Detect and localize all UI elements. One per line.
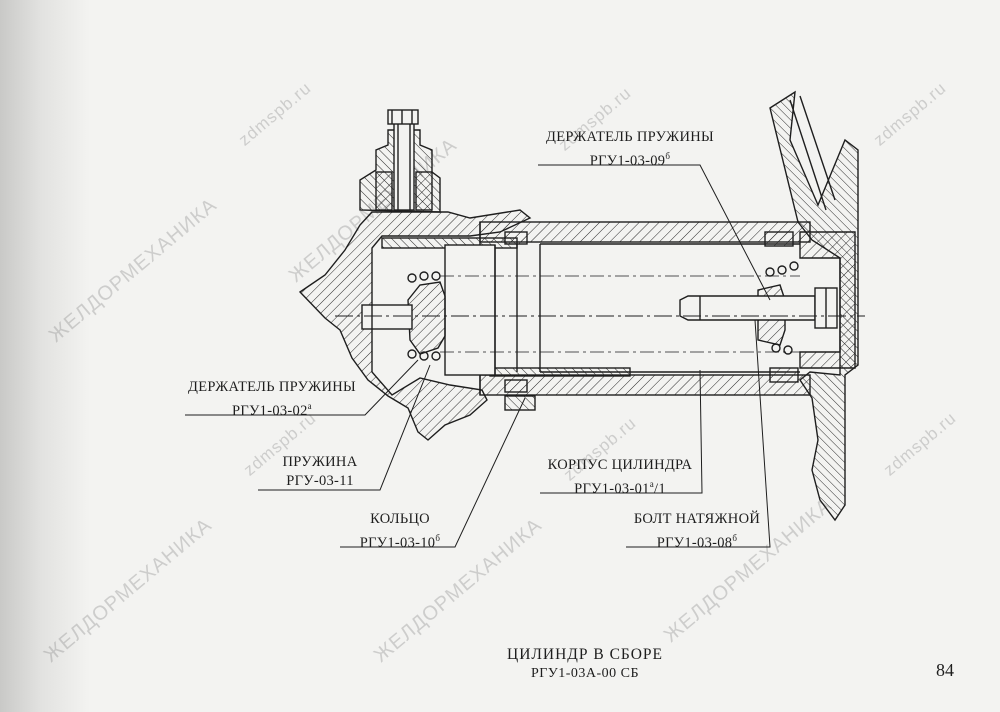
seal-ring xyxy=(764,231,794,247)
label-code: РГУ1-03-01а/1 xyxy=(574,479,666,497)
label-spring-holder-02: ДЕРЖАТЕЛЬ ПРУЖИНЫ РГУ1-03-02а xyxy=(182,378,362,421)
seal-ring xyxy=(504,379,528,393)
label-name: ПРУЖИНА xyxy=(282,454,358,470)
cylinder-body-top xyxy=(479,221,811,243)
spring-coils-left xyxy=(407,271,441,361)
stud xyxy=(361,304,413,330)
label-name: КОЛЬЦО xyxy=(370,511,430,527)
label-name: ДЕРЖАТЕЛЬ ПРУЖИНЫ xyxy=(188,379,356,395)
head-casting xyxy=(298,209,532,441)
label-name: ДЕРЖАТЕЛЬ ПРУЖИНЫ xyxy=(546,129,714,145)
page-binding-shadow xyxy=(0,0,90,712)
seal-ring xyxy=(769,367,799,383)
mounting-bracket xyxy=(769,90,859,522)
drawing-title: ЦИЛИНДР В СБОРЕ xyxy=(507,646,663,663)
seal-ring xyxy=(504,395,536,411)
label-code: РГУ1-03-02а xyxy=(232,401,312,419)
fitting-bore xyxy=(393,121,415,211)
seal-ring xyxy=(504,231,528,245)
label-name: БОЛТ НАТЯЖНОЙ xyxy=(633,511,761,527)
label-code: РГУ-03-11 xyxy=(286,473,354,489)
label-code: РГУ1-03-10б xyxy=(359,533,441,551)
label-cylinder-body: КОРПУС ЦИЛИНДРА РГУ1-03-01а/1 xyxy=(535,456,705,499)
leader-lines xyxy=(185,164,771,548)
drawing-code: РГУ1-03А-00 СБ xyxy=(530,666,640,681)
drawing-title-block: ЦИЛИНДР В СБОРЕ РГУ1-03А-00 СБ xyxy=(460,645,710,683)
label-name: КОРПУС ЦИЛИНДРА xyxy=(547,457,693,473)
label-tension-bolt: БОЛТ НАТЯЖНОЙ РГУ1-03-08б xyxy=(622,510,772,553)
piston xyxy=(444,244,496,376)
label-code: РГУ1-03-09б xyxy=(589,151,671,169)
cylinder-body-bottom xyxy=(479,374,811,396)
page-number: 84 xyxy=(936,660,954,680)
label-spring: ПРУЖИНА РГУ-03-11 xyxy=(260,453,380,491)
label-code: РГУ1-03-08б xyxy=(656,533,738,551)
label-spring-holder-09: ДЕРЖАТЕЛЬ ПРУЖИНЫ РГУ1-03-09б xyxy=(540,128,720,171)
spring-holder-left xyxy=(407,281,446,355)
label-ring: КОЛЬЦО РГУ1-03-10б xyxy=(345,510,455,553)
